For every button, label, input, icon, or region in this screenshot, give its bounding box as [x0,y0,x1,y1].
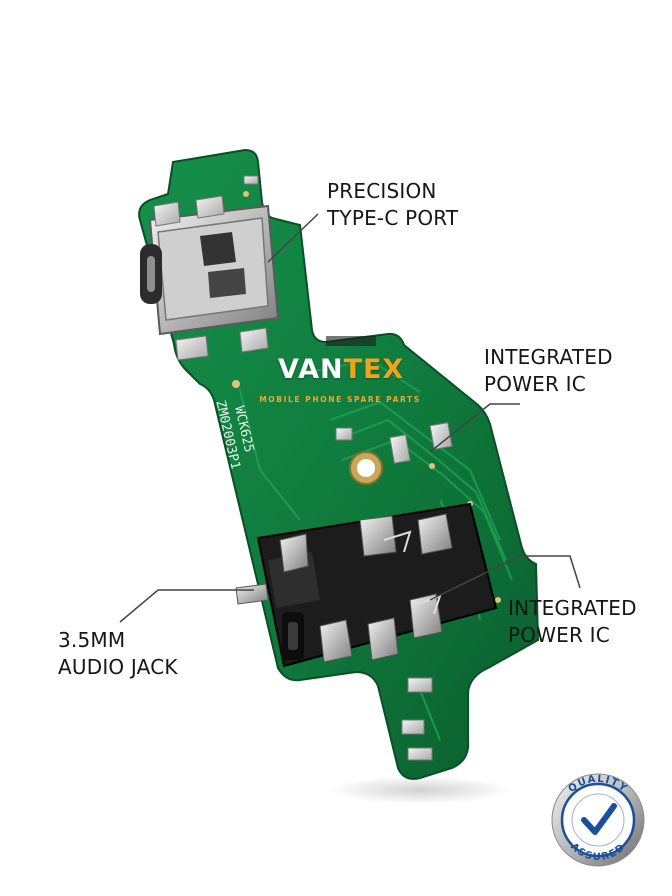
type-c-port [140,195,280,361]
leader-power-ic-top [429,403,520,453]
brand-name-part1: VAN [278,354,344,385]
brand-name-part2: TEX [343,354,405,385]
callout-power-ic-bottom: INTEGRATED POWER IC [508,595,637,649]
callout-power-ic-top: INTEGRATED POWER IC [484,344,613,398]
leader-audio-jack [119,589,254,623]
callout-port-line1: PRECISION [327,179,437,203]
mounting-hole [349,451,383,485]
smd-components [243,175,453,761]
callout-type-c-port: PRECISION TYPE-C PORT [327,178,458,232]
board-shadow [330,776,510,804]
brand-watermark: VANTEX MOBILE PHONE SPARE PARTS [259,354,419,405]
callout-audio-jack-line1: 3.5MM [58,628,126,652]
leader-port [267,213,319,263]
callout-port-line2: TYPE-C PORT [327,206,459,230]
pcb-traces [239,358,513,741]
audio-jack [235,502,498,668]
brand-tagline: MOBILE PHONE SPARE PARTS [259,395,421,404]
leader-power-ic-bottom [429,555,581,601]
callout-audio-jack-line2: AUDIO JACK [58,655,178,679]
callout-power-ic-bottom-line2: POWER IC [508,623,610,647]
quality-assured-badge: QUALITY ASSURED [551,773,645,867]
checkmark-icon [581,803,617,835]
callout-power-ic-bottom-line1: INTEGRATED [508,596,637,620]
callout-power-ic-top-line2: POWER IC [484,372,586,396]
callout-power-ic-top-line1: INTEGRATED [484,345,613,369]
callout-lines [119,213,581,623]
brand-name: VANTEX [278,354,405,385]
callout-audio-jack: 3.5MM AUDIO JACK [58,627,178,681]
